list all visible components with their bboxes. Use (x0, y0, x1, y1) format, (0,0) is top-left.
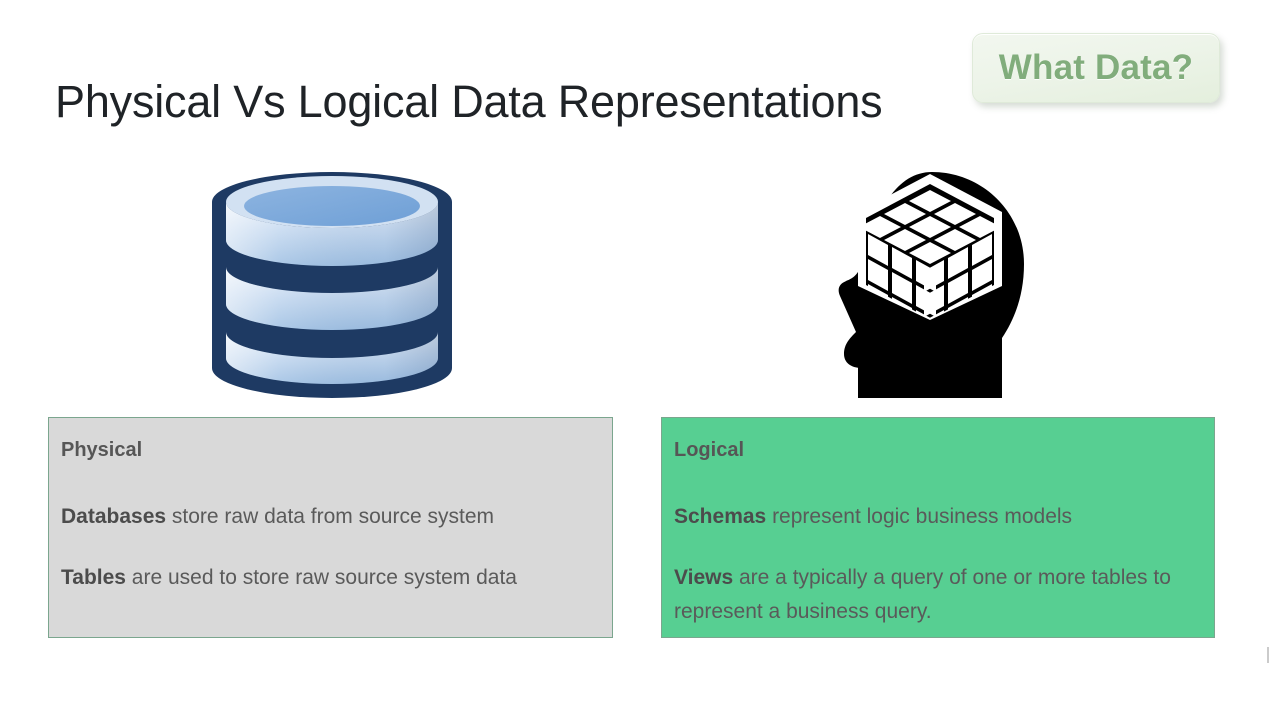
logical-panel: Logical Schemas represent logic business… (661, 417, 1215, 638)
head-profile-silhouette-glyph (835, 172, 1024, 398)
database-cylinder-glyph (212, 172, 452, 398)
logical-line-2-text: are a typically a query of one or more t… (674, 566, 1171, 624)
physical-panel: Physical Databases store raw data from s… (48, 417, 613, 638)
physical-line-1-text: store raw data from source system (166, 505, 495, 528)
logical-line-1-term: Schemas (674, 505, 767, 528)
physical-panel-line-1: Databases store raw data from source sys… (61, 500, 561, 534)
database-cylinder-icon (210, 172, 454, 398)
head-with-cube-icon (824, 168, 1036, 398)
what-data-badge-label: What Data? (998, 48, 1194, 87)
physical-line-2-term: Tables (61, 566, 126, 590)
logical-panel-line-1: Schemas represent logic business models (674, 500, 1174, 534)
cube-glyph (858, 174, 1002, 398)
physical-line-2-text: are used to store raw source system data (125, 566, 517, 590)
logical-line-1-text: represent logic business models (766, 505, 1073, 528)
physical-line-1-term: Databases (61, 505, 167, 528)
text-caret-artifact (1267, 647, 1269, 663)
page-title: Physical Vs Logical Data Representations (55, 76, 883, 127)
physical-panel-line-2: Tables are used to store raw source syst… (61, 561, 561, 595)
logical-panel-line-2: Views are a typically a query of one or … (674, 561, 1174, 629)
logical-panel-heading: Logical (674, 439, 745, 461)
what-data-badge: What Data? (972, 33, 1220, 103)
logical-line-2-term: Views (674, 566, 734, 590)
physical-panel-heading: Physical (61, 439, 143, 461)
